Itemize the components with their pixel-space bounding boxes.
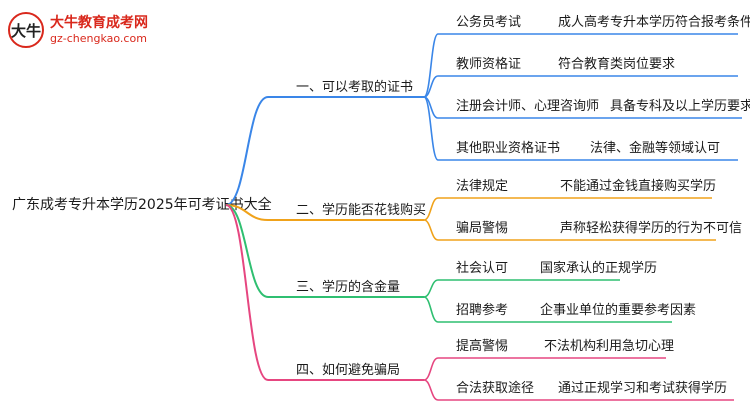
branch-label: 一、可以考取的证书 bbox=[296, 79, 413, 95]
leaf-detail: 不能通过金钱直接购买学历 bbox=[560, 178, 716, 194]
leaf-label: 合法获取途径 bbox=[456, 380, 534, 396]
branch-label: 四、如何避免骗局 bbox=[296, 362, 400, 378]
leaf-label: 社会认可 bbox=[456, 260, 508, 276]
leaf-detail: 不法机构利用急切心理 bbox=[544, 339, 674, 354]
logo-url: gz-chengkao.com bbox=[50, 32, 147, 45]
leaf-connector bbox=[423, 357, 439, 381]
leaf-label: 教师资格证 bbox=[456, 56, 521, 72]
branch-connector bbox=[225, 204, 269, 221]
branch-label: 二、学历能否花钱购买 bbox=[296, 202, 426, 218]
site-watermark: 大牛 大牛教育成考网 gz-chengkao.com bbox=[8, 8, 168, 54]
leaf-detail: 法律、金融等领域认可 bbox=[590, 140, 720, 156]
leaf-detail: 成人高考专升本学历符合报考条件 bbox=[558, 14, 750, 30]
leaf-label: 提高警惕 bbox=[456, 338, 508, 354]
leaf-detail: 符合教育类岗位要求 bbox=[558, 56, 675, 72]
leaf-connector bbox=[423, 296, 439, 323]
branch-connector bbox=[225, 204, 269, 298]
leaf-detail: 国家承认的正规学历 bbox=[540, 260, 657, 276]
logo-badge-text: 大牛 bbox=[10, 22, 41, 40]
leaf-detail: 企事业单位的重要参考因素 bbox=[540, 302, 696, 318]
leaf-label: 招聘参考 bbox=[456, 302, 508, 318]
leaf-label: 法律规定 bbox=[456, 179, 508, 194]
branch-connector bbox=[225, 204, 269, 381]
root-label: 广东成考专升本学历2025年可考证书大全 bbox=[12, 196, 272, 213]
leaf-detail: 声称轻松获得学历的行为不可信 bbox=[560, 220, 742, 236]
leaf-label: 骗局警惕 bbox=[456, 220, 508, 236]
branch-label: 三、学历的含金量 bbox=[296, 279, 400, 295]
leaf-connector bbox=[423, 96, 439, 161]
leaf-connector bbox=[423, 75, 439, 98]
leaf-connector bbox=[423, 279, 439, 298]
branch-connector bbox=[225, 96, 269, 206]
leaf-label: 其他职业资格证书 bbox=[456, 140, 560, 156]
leaf-label: 注册会计师、心理咨询师 bbox=[456, 99, 599, 114]
leaf-connector bbox=[423, 219, 439, 241]
leaf-connector bbox=[423, 197, 439, 221]
logo-site-name: 大牛教育成考网 bbox=[50, 15, 148, 31]
leaf-detail: 具备专科及以上学历要求 bbox=[610, 98, 750, 114]
leaf-detail: 通过正规学习和考试获得学历 bbox=[558, 380, 727, 396]
logo-icon: 大牛 bbox=[8, 12, 44, 48]
leaf-connector bbox=[423, 33, 439, 98]
leaf-label: 公务员考试 bbox=[456, 14, 521, 30]
leaf-connector bbox=[423, 379, 439, 401]
